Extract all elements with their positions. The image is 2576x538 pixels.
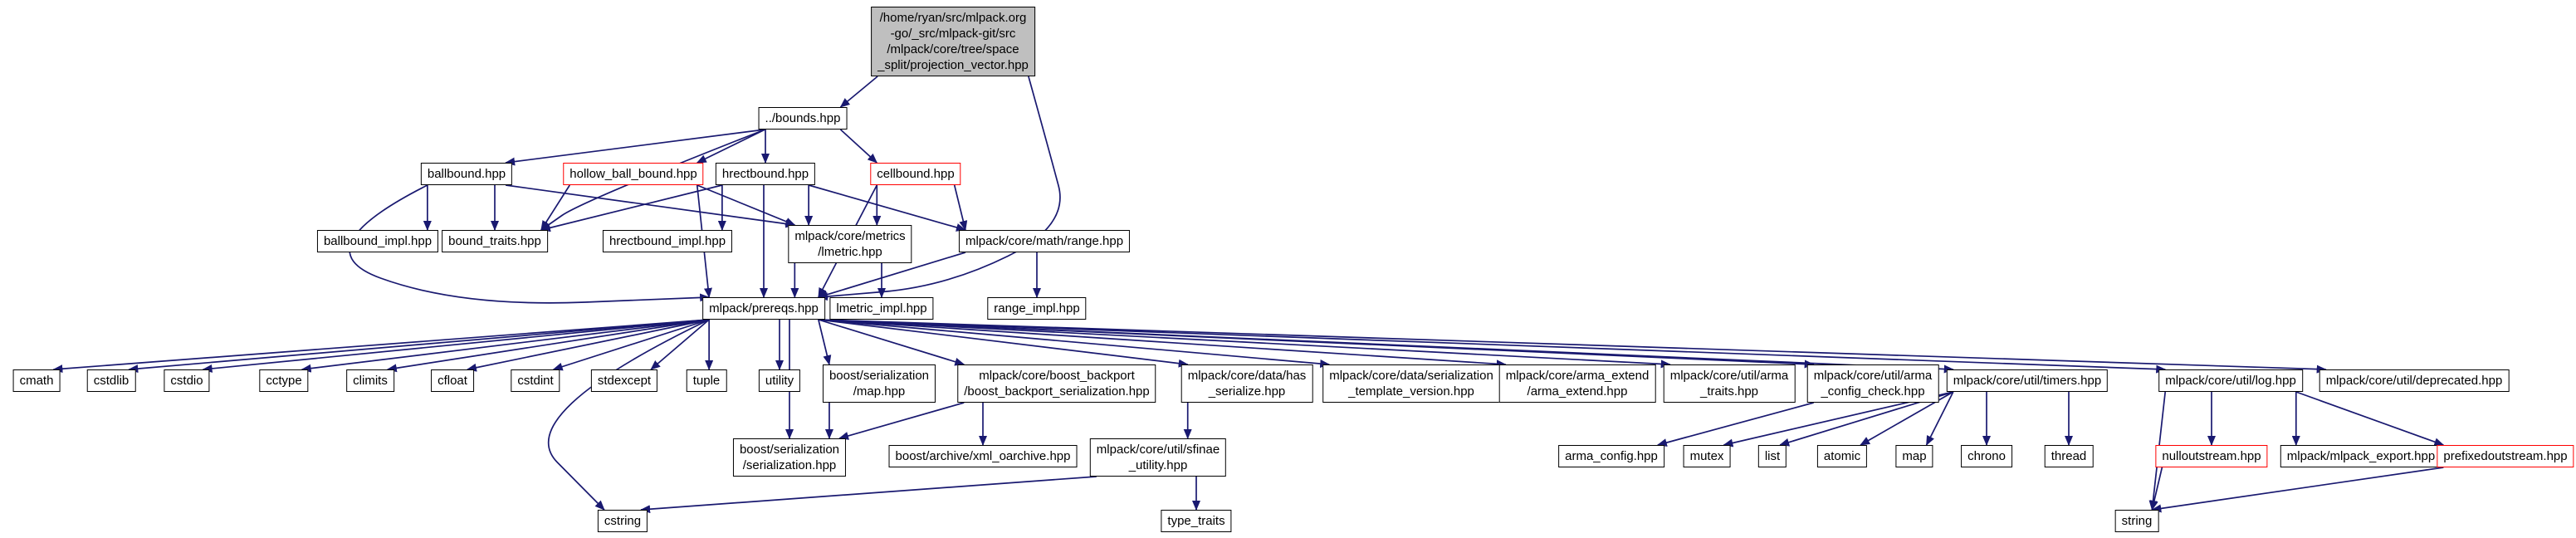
node-boost_backport[interactable]: mlpack/core/boost_backport /boost_backpo… (957, 364, 1156, 403)
node-arma_extend[interactable]: mlpack/core/arma_extend /arma_extend.hpp (1498, 364, 1656, 403)
node-cfloat[interactable]: cfloat (431, 369, 474, 392)
edge-ballbound--lmetric (506, 184, 796, 228)
node-bound_traits[interactable]: bound_traits.hpp (442, 230, 548, 252)
node-sfinae[interactable]: mlpack/core/util/sfinae _utility.hpp (1089, 438, 1227, 477)
node-projection_vector[interactable]: /home/ryan/src/mlpack.org -go/_src/mlpac… (871, 7, 1035, 76)
node-chrono[interactable]: chrono (1961, 445, 2012, 467)
edge-prereqs--arma_extend (818, 319, 1507, 369)
node-cellbound[interactable]: cellbound.hpp (870, 163, 961, 185)
node-string[interactable]: string (2114, 510, 2159, 532)
node-cstdio[interactable]: cstdio (164, 369, 210, 392)
node-hrectbound[interactable]: hrectbound.hpp (715, 163, 816, 185)
edge-prereqs--climits (386, 319, 710, 373)
edge-projection_vector--bounds (839, 76, 878, 108)
node-mutex[interactable]: mutex (1683, 445, 1731, 467)
node-utility[interactable]: utility (758, 369, 801, 392)
node-log[interactable]: mlpack/core/util/log.hpp (2158, 369, 2303, 392)
edge-prereqs--cfloat (466, 319, 710, 372)
node-ballbound_impl[interactable]: ballbound_impl.hpp (316, 230, 439, 252)
edge-hollow_ball_bound--lmetric (697, 184, 796, 226)
edge-timers--map (1925, 391, 1954, 446)
edge-prereqs--has_serialize (818, 319, 1189, 368)
edge-prereqs--cstring (547, 319, 710, 511)
edge-prefixedoutstream--string (2151, 467, 2444, 513)
edge-bounds--hollow_ball_bound (696, 129, 765, 164)
node-range[interactable]: mlpack/core/math/range.hpp (958, 230, 1131, 252)
edge-boost_backport--ser_serialization (838, 402, 965, 440)
edge-prereqs--cctype (301, 319, 710, 373)
edge-hollow_ball_bound--bound_traits (540, 184, 570, 231)
node-range_impl[interactable]: range_impl.hpp (987, 297, 1087, 320)
edge-nulloutstream--string (2150, 467, 2163, 511)
node-thread[interactable]: thread (2044, 445, 2094, 467)
node-prereqs[interactable]: mlpack/prereqs.hpp (702, 297, 825, 320)
node-arma_traits[interactable]: mlpack/core/util/arma _traits.hpp (1663, 364, 1796, 403)
node-lmetric[interactable]: mlpack/core/metrics /lmetric.hpp (788, 225, 912, 263)
edge-log--prefixedoutstream (2295, 391, 2445, 446)
node-prefixedoutstream[interactable]: prefixedoutstream.hpp (2437, 445, 2574, 467)
edge-prereqs--cmath (52, 319, 710, 374)
edge-prereqs--log (818, 319, 2167, 374)
edge-prereqs--boost_backport (818, 319, 965, 366)
edge-projection_vector--prereqs (817, 76, 1061, 301)
node-lmetric_impl[interactable]: lmetric_impl.hpp (829, 297, 934, 320)
node-ballbound[interactable]: ballbound.hpp (420, 163, 513, 185)
node-hrectbound_impl[interactable]: hrectbound_impl.hpp (602, 230, 733, 252)
edge-hrectbound--range (808, 184, 966, 232)
edge-cellbound--range (953, 184, 968, 231)
node-ser_serialization[interactable]: boost/serialization /serialization.hpp (732, 438, 847, 477)
node-arma_config[interactable]: arma_config.hpp (1558, 445, 1664, 467)
node-climits[interactable]: climits (346, 369, 394, 392)
edge-bounds--cellbound (839, 129, 878, 164)
node-timers[interactable]: mlpack/core/util/timers.hpp (1946, 369, 2109, 392)
node-xml_oarchive[interactable]: boost/archive/xml_oarchive.hpp (888, 445, 1078, 467)
node-deprecated[interactable]: mlpack/core/util/deprecated.hpp (2319, 369, 2510, 392)
edge-bounds--ballbound (505, 129, 765, 166)
edge-prereqs--ser_map (818, 319, 832, 365)
edge-prereqs--cstdint (552, 319, 710, 371)
node-tuple[interactable]: tuple (686, 369, 727, 392)
node-stdexcept[interactable]: stdexcept (590, 369, 658, 392)
node-mlpack_export[interactable]: mlpack/mlpack_export.hpp (2280, 445, 2442, 467)
node-ser_map[interactable]: boost/serialization /map.hpp (822, 364, 936, 403)
node-cctype[interactable]: cctype (259, 369, 309, 392)
node-atomic[interactable]: atomic (1816, 445, 1868, 467)
edge-prereqs--timers (818, 319, 1954, 374)
edge-hrectbound--bound_traits (540, 184, 723, 232)
node-arma_config_check[interactable]: mlpack/core/util/arma _config_check.hpp (1806, 364, 1939, 403)
edge-range--prereqs (817, 252, 966, 299)
edge-prereqs--stdexcept (650, 319, 710, 370)
edge-arma_config_check--arma_config (1656, 402, 1814, 447)
node-cstdlib[interactable]: cstdlib (86, 369, 136, 392)
node-type_traits[interactable]: type_traits (1161, 510, 1232, 532)
node-cmath[interactable]: cmath (12, 369, 61, 392)
node-bounds[interactable]: ../bounds.hpp (758, 107, 848, 130)
edge-prereqs--cstdio (202, 319, 710, 373)
edge-prereqs--deprecated (818, 319, 2327, 374)
edge-bounds--bound_traits (540, 129, 765, 231)
edge-prereqs--ser_template (818, 319, 1331, 369)
edge-prereqs--cstdlib (128, 319, 710, 374)
node-list[interactable]: list (1757, 445, 1787, 467)
edge-prereqs--arma_traits (818, 319, 1671, 369)
node-hollow_ball_bound[interactable]: hollow_ball_bound.hpp (563, 163, 704, 185)
node-ser_template[interactable]: mlpack/core/data/serialization _template… (1322, 364, 1500, 403)
node-has_serialize[interactable]: mlpack/core/data/has _serialize.hpp (1180, 364, 1313, 403)
edge-ballbound--prereqs (349, 184, 711, 304)
node-cstdint[interactable]: cstdint (511, 369, 560, 392)
node-nulloutstream[interactable]: nulloutstream.hpp (2155, 445, 2268, 467)
edge-sfinae--cstring (640, 476, 1097, 514)
node-map[interactable]: map (1895, 445, 1933, 467)
node-cstring[interactable]: cstring (597, 510, 648, 532)
